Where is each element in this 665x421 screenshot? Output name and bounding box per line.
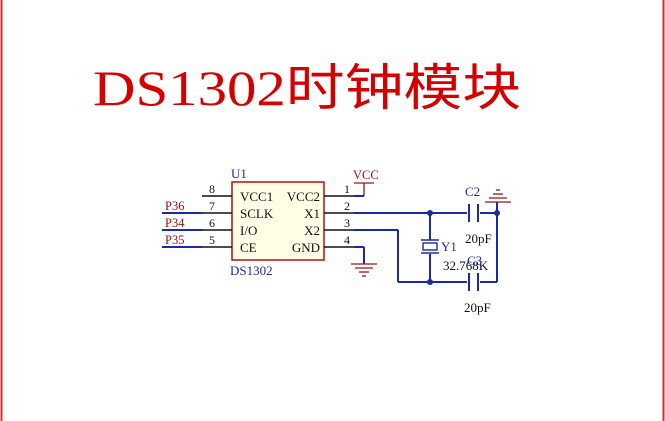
pin-sclk-name: SCLK — [240, 206, 274, 221]
pin-1-number: 1 — [344, 182, 350, 196]
pin-7-number: 7 — [209, 199, 215, 213]
pin-4-number: 4 — [344, 233, 350, 247]
crystal-value: 32.768K — [443, 258, 489, 273]
crystal-body — [422, 242, 438, 251]
cap-c3-designator: C3 — [467, 253, 482, 268]
chip-designator: U1 — [231, 166, 247, 181]
net-label-p35: P35 — [165, 233, 184, 247]
junction-x2-crystal — [427, 279, 433, 285]
chip-part-number: DS1302 — [230, 263, 273, 278]
pin-x1-name: X1 — [304, 206, 320, 221]
pin-x2-name: X2 — [304, 223, 320, 238]
pin-8-number: 8 — [209, 182, 215, 196]
net-label-p34: P34 — [165, 216, 185, 230]
pin-vcc1-name: VCC1 — [240, 189, 273, 204]
pin-2-number: 2 — [344, 199, 350, 213]
crystal-designator: Y1 — [441, 239, 457, 254]
pin-6-number: 6 — [209, 216, 215, 230]
chip-body — [231, 181, 325, 261]
pin-vcc2-name: VCC2 — [287, 189, 320, 204]
pin-5-number: 5 — [209, 233, 215, 247]
pin-3-number: 3 — [344, 216, 350, 230]
net-label-p36: P36 — [165, 199, 184, 213]
junction-x1-crystal — [427, 210, 433, 216]
cap-c3-value: 20pF — [464, 300, 491, 315]
pin-gnd-name: GND — [292, 240, 320, 255]
pin-io-name: I/O — [240, 223, 257, 238]
cap-c2-value: 20pF — [465, 231, 492, 246]
sheet-title: DS1302时钟模块 — [93, 60, 521, 116]
vcc-label: VCC — [353, 168, 379, 182]
pin-ce-name: CE — [240, 240, 257, 255]
cap-c2-designator: C2 — [465, 184, 480, 199]
